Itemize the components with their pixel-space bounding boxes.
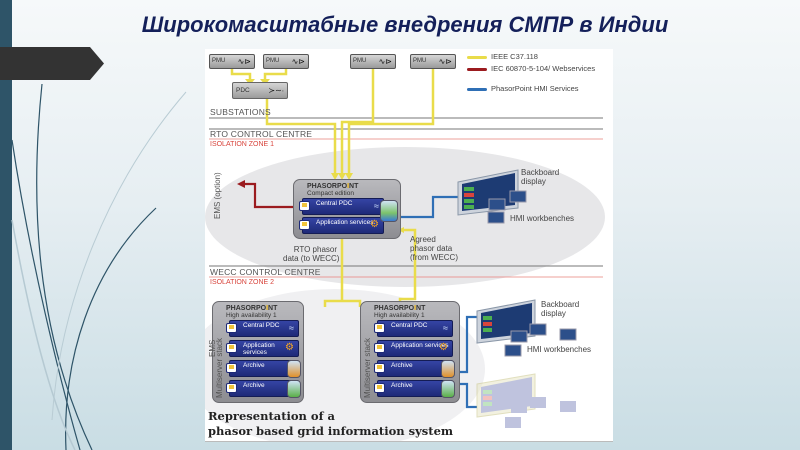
ems-option-arrowhead — [237, 180, 245, 188]
pmu-1: PMU ∿⊳ — [209, 54, 255, 69]
legend-swatch-red — [467, 68, 487, 71]
module-flag-icon — [226, 363, 237, 373]
waveform-icon: ≈ — [289, 323, 294, 333]
phasorpoint-brand: PHASORPOINT — [307, 183, 359, 190]
legend-swatch-blue — [467, 88, 487, 91]
rto-phasor-label-1: RTO phasor — [293, 245, 337, 254]
legend-hmi: PhasorPoint HMI Services — [467, 84, 581, 94]
caption-line-2: phasor based grid information system — [208, 424, 454, 438]
module-flag-icon — [299, 201, 310, 211]
module-flag-icon — [374, 343, 385, 353]
decorative-curves — [11, 83, 187, 450]
phasorpoint-brand: PHASORPOINT — [374, 305, 426, 312]
pmu-label: PMU — [413, 58, 427, 64]
legend-label: IEEE C37.118 — [491, 52, 538, 61]
phasorpoint-brand: PHASORPOINT — [226, 305, 278, 312]
waveform-icon: ∿⊳ — [378, 57, 392, 66]
agreed-label-2: phasor data — [410, 244, 453, 253]
module-application-services: Application services⚙ — [374, 340, 453, 357]
pmu-label: PMU — [212, 58, 226, 64]
edition-label: Compact edition — [307, 190, 354, 197]
backboard-label-wecc-1: Backboard — [541, 300, 580, 309]
ems-option-label: EMS (option) — [213, 172, 222, 219]
database-icon — [287, 380, 301, 398]
agreed-label-1: Agreed — [410, 235, 436, 244]
gear-icon: ⚙ — [285, 342, 294, 353]
pmu-label: PMU — [353, 58, 367, 64]
module-flag-icon — [374, 363, 385, 373]
wecc-phasorpoint-box-2: PHASORPOINT High availability 1 Multiser… — [360, 301, 460, 403]
zone-wecc: WECC CONTROL CENTRE — [210, 267, 321, 277]
pmu-3: PMU ∿⊳ — [350, 54, 396, 69]
legend-swatch-yellow — [467, 56, 487, 59]
module-archive: Archive — [226, 380, 299, 397]
diagram-caption: Representation of a phasor based grid in… — [208, 409, 453, 439]
hmi-workbenches-label-wecc: HMI workbenches — [527, 345, 592, 354]
edition-label: High availability 1 — [226, 312, 277, 319]
module-flag-icon — [299, 220, 310, 230]
module-archive: Archive — [226, 360, 299, 377]
module-application-services: Application services⚙ — [226, 340, 299, 357]
wecc-phasorpoint-box-1: PHASORPOINT High availability 1 Multiser… — [212, 301, 304, 403]
wecc-backup-display — [476, 373, 576, 428]
gear-icon: ⚙ — [439, 342, 448, 353]
pmu-4: PMU ∿⊳ — [410, 54, 456, 69]
zone-rto: RTO CONTROL CENTRE — [210, 129, 313, 139]
ems-label: EMS — [208, 339, 217, 357]
caption-line-1: Representation of a — [208, 409, 335, 423]
rto-phasorpoint-box: PHASORPOINT Compact edition Central PDC≈… — [293, 179, 401, 239]
module-flag-icon — [374, 323, 385, 333]
edition-label: High availability 1 — [374, 312, 425, 319]
backboard-label-2: display — [521, 177, 546, 186]
module-central-pdc: Central PDC≈ — [299, 198, 384, 215]
module-flag-icon — [226, 343, 237, 353]
module-flag-icon — [226, 323, 237, 333]
legend-label: IEC 60870-5-104/ Webservices — [491, 64, 596, 73]
hmi-services-links — [401, 195, 477, 409]
legend-label: PhasorPoint HMI Services — [491, 84, 579, 93]
module-archive: Archive — [374, 380, 453, 397]
left-accent-bar — [0, 0, 12, 450]
pmu-2: PMU ∿⊳ — [263, 54, 309, 69]
module-central-pdc: Central PDC≈ — [374, 320, 453, 337]
multiserver-stack-label: Multiserver stack — [363, 337, 372, 398]
database-icon — [441, 360, 455, 378]
waveform-icon: ∿⊳ — [291, 57, 305, 66]
module-central-pdc: Central PDC≈ — [226, 320, 299, 337]
rto-hmi-workbenches — [487, 190, 527, 224]
legend-iec: IEC 60870-5-104/ Webservices — [467, 64, 601, 74]
wecc-hmi-workbenches — [504, 323, 577, 357]
pdc-label: PDC — [236, 87, 250, 94]
legend-ieee: IEEE C37.118 — [467, 52, 538, 62]
database-icon — [287, 360, 301, 378]
database-icon — [441, 380, 455, 398]
module-archive: Archive — [374, 360, 453, 377]
waveform-icon: ≈ — [443, 323, 448, 333]
pmu-label: PMU — [266, 58, 280, 64]
waveform-icon: ∿⊳ — [237, 57, 251, 66]
waveform-icon: ∿⊳ — [438, 57, 452, 66]
title-arrow-tab — [0, 47, 104, 80]
module-application-services: Application services⚙ — [299, 217, 384, 234]
hmi-workbenches-label: HMI workbenches — [510, 214, 575, 223]
zone-substations: SUBSTATIONS — [210, 107, 271, 117]
gear-icon: ⚙ — [370, 219, 379, 230]
backboard-label-wecc-2: display — [541, 309, 566, 318]
pdc-box: PDC ≻∼∙ — [232, 82, 288, 99]
waveform-icon: ≈ — [374, 201, 379, 211]
module-flag-icon — [374, 383, 385, 393]
merge-icon: ≻∼∙ — [268, 86, 284, 95]
zone-isolation-1: ISOLATION ZONE 1 — [210, 141, 275, 148]
diagram-panel: PMU ∿⊳ PMU ∿⊳ PMU ∿⊳ PMU ∿⊳ PDC ≻∼∙ IEEE C37.… — [205, 49, 613, 442]
backboard-label-1: Backboard — [521, 168, 560, 177]
agreed-label-3: (from WECC) — [410, 253, 458, 262]
module-flag-icon — [226, 383, 237, 393]
database-icon — [380, 200, 398, 222]
zone-isolation-2: ISOLATION ZONE 2 — [210, 279, 275, 286]
slide-title: Широкомасштабные внедрения СМПР в Индии — [141, 12, 669, 37]
rto-phasor-label-2: data (to WECC) — [283, 254, 340, 263]
